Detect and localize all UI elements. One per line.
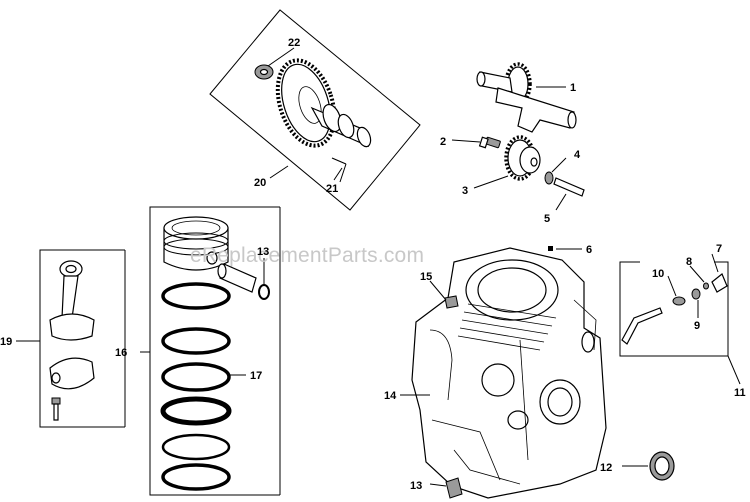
crankcase-plug (444, 295, 459, 309)
rod-cap (49, 357, 95, 390)
watermark: eReplacementParts.com (190, 244, 424, 267)
piston-pin (217, 263, 257, 293)
callout-12: 12 (600, 462, 612, 474)
piston-rings (160, 282, 232, 491)
small-fastener (548, 246, 553, 251)
callout-4: 4 (574, 149, 581, 161)
breather-group (619, 261, 729, 357)
camshaft (310, 103, 372, 148)
callout-labels: 1 2 3 4 5 6 7 8 9 10 11 12 13 13 14 15 1… (0, 37, 746, 492)
cam-gear (275, 58, 337, 148)
callout-17: 17 (250, 370, 262, 382)
spacer-10 (672, 296, 686, 306)
crankshaft (476, 62, 577, 133)
callout-16: 16 (115, 347, 127, 359)
callout-9: 9 (694, 320, 700, 332)
callout-6: 6 (586, 244, 592, 256)
connecting-rod (49, 260, 95, 341)
callout-13-piston: 13 (257, 246, 269, 258)
oil-seal (649, 451, 675, 481)
camshaft-pin (331, 157, 347, 165)
crankcase-block (411, 247, 607, 499)
callout-21: 21 (326, 183, 338, 195)
callout-5: 5 (544, 213, 550, 225)
gear-washer (544, 171, 554, 185)
grommet-9 (691, 288, 701, 300)
piston-pin-retainer (258, 284, 270, 300)
callout-3: 3 (462, 185, 468, 197)
piston-group (149, 206, 281, 496)
callout-8: 8 (686, 256, 692, 268)
balance-gear (504, 135, 541, 181)
rod-bolt (51, 397, 61, 421)
callout-7: 7 (716, 243, 722, 255)
callout-1: 1 (570, 82, 576, 94)
callout-15: 15 (420, 271, 432, 283)
callout-19: 19 (0, 336, 12, 348)
gear-screw (478, 136, 501, 149)
callout-11: 11 (734, 387, 746, 399)
callout-22: 22 (288, 37, 300, 49)
callout-20: 20 (254, 177, 266, 189)
camshaft-group (209, 9, 421, 211)
drain-plug (445, 477, 463, 499)
dipstick-tube (621, 307, 663, 345)
bracket-7 (711, 273, 728, 293)
connecting-rod-group (39, 249, 126, 428)
crankshaft-gear-group (476, 62, 585, 197)
gear-shaft (553, 177, 585, 197)
piston (163, 216, 229, 271)
leader-lines (16, 47, 741, 487)
callout-2: 2 (440, 136, 446, 148)
callout-13-bottom: 13 (410, 480, 422, 492)
callout-10: 10 (652, 268, 664, 280)
washer-8 (703, 282, 709, 290)
callout-14: 14 (384, 390, 397, 402)
